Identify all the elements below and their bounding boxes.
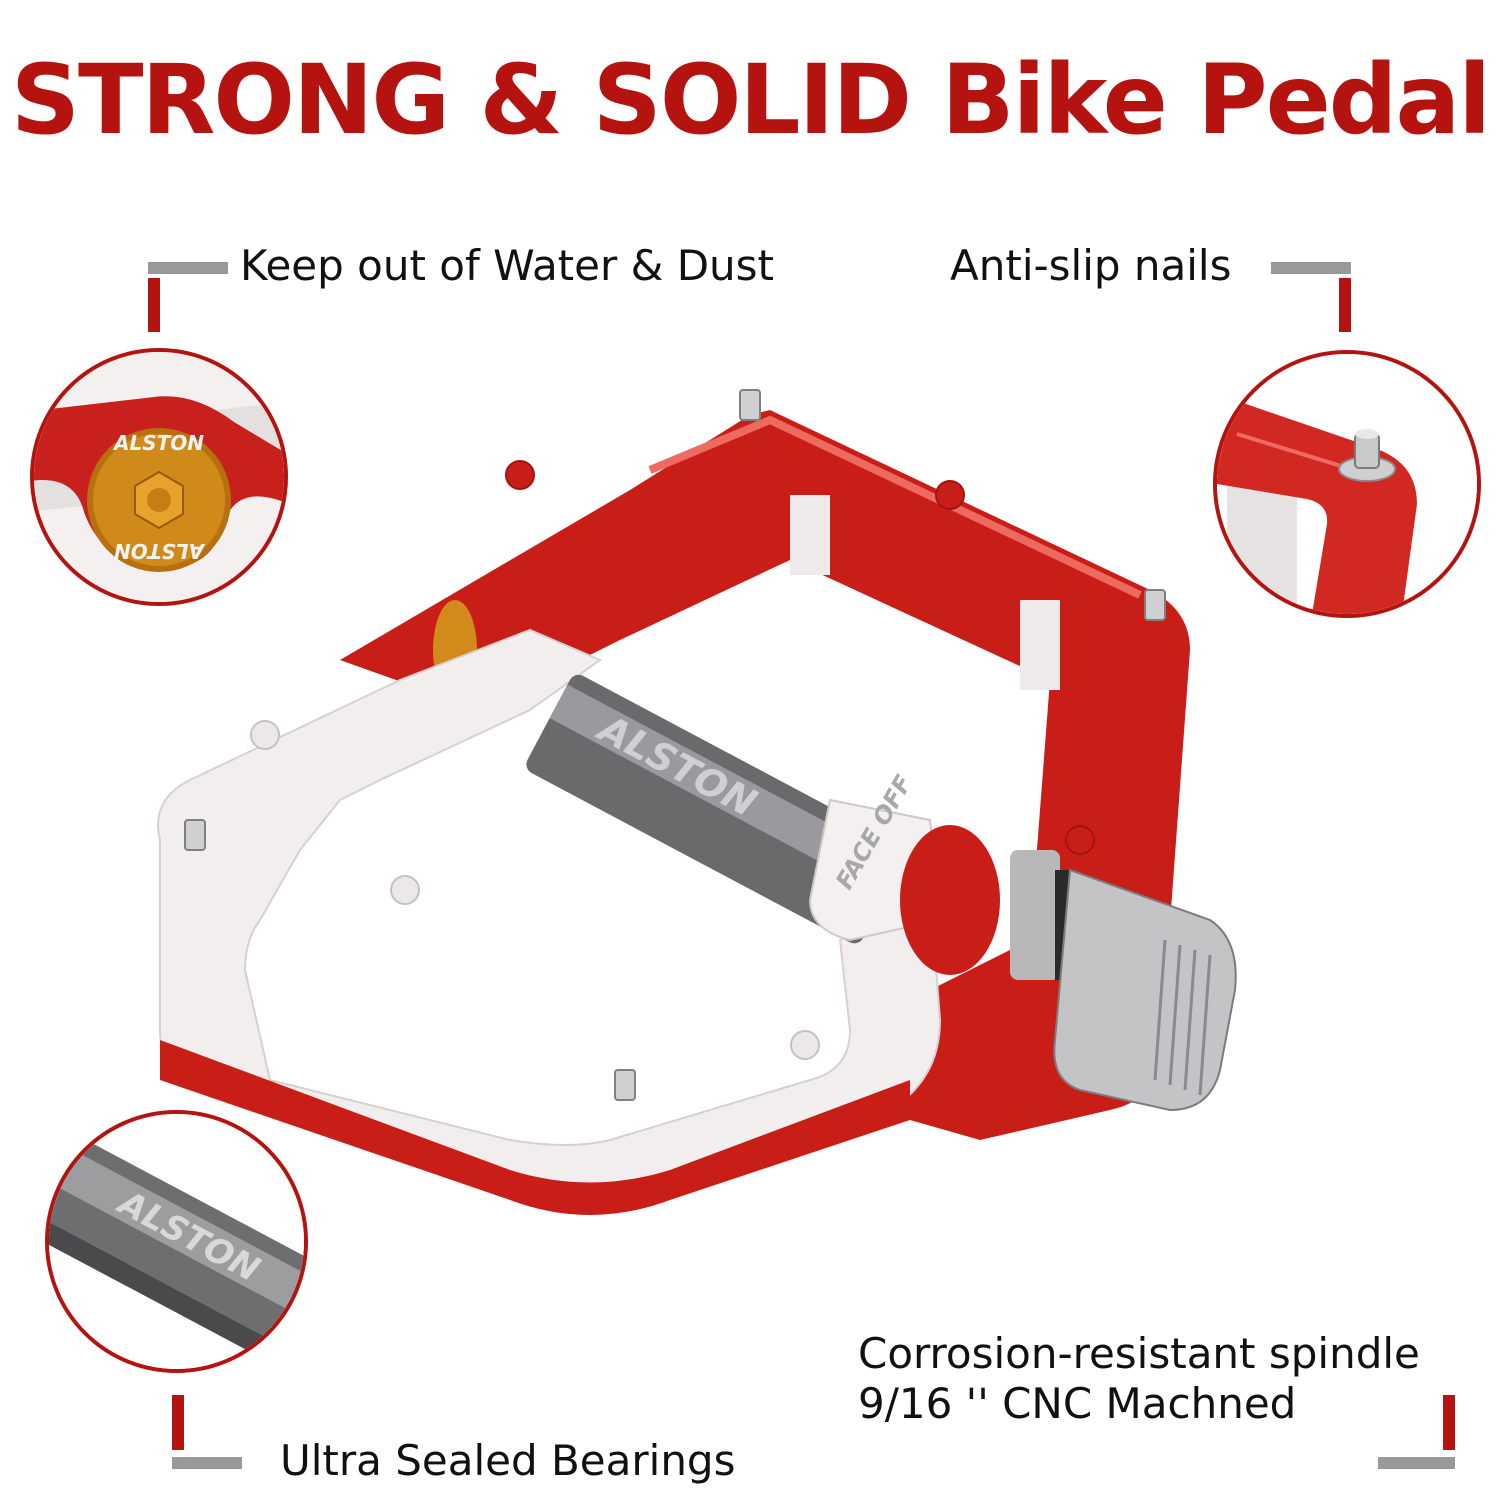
bike-pedal-image: ALSTON FACE OFF [157,389,1237,1215]
callout-connector-vertical [148,278,160,332]
callout-label-spindle-line1: Corrosion-resistant spindle [858,1329,1420,1378]
detail-circle-spindle: ALSTON [45,1110,308,1373]
brand-mark: ALSTON [112,431,204,455]
callout-connector-horizontal [172,1457,242,1469]
callout-connector-vertical [1443,1395,1455,1450]
callout-connector-horizontal [1271,262,1351,274]
detail-circle-end-cap: ALSTON ALSTON [30,348,288,606]
page-title: STRONG & SOLID Bike Pedal [10,44,1491,156]
callout-connector-vertical [1339,278,1351,332]
svg-text:ALSTON: ALSTON [114,539,206,563]
callout-label-spindle-line2: 9/16 '' CNC Machned [858,1379,1297,1428]
callout-label-anti-slip: Anti-slip nails [950,241,1232,290]
callout-label-water-dust: Keep out of Water & Dust [240,241,775,290]
detail-circle-pin [1213,350,1481,618]
callout-connector-horizontal [1378,1457,1455,1469]
callout-connector-horizontal [148,262,228,274]
callout-connector-vertical [172,1395,184,1450]
callout-label-bearings: Ultra Sealed Bearings [280,1436,736,1485]
